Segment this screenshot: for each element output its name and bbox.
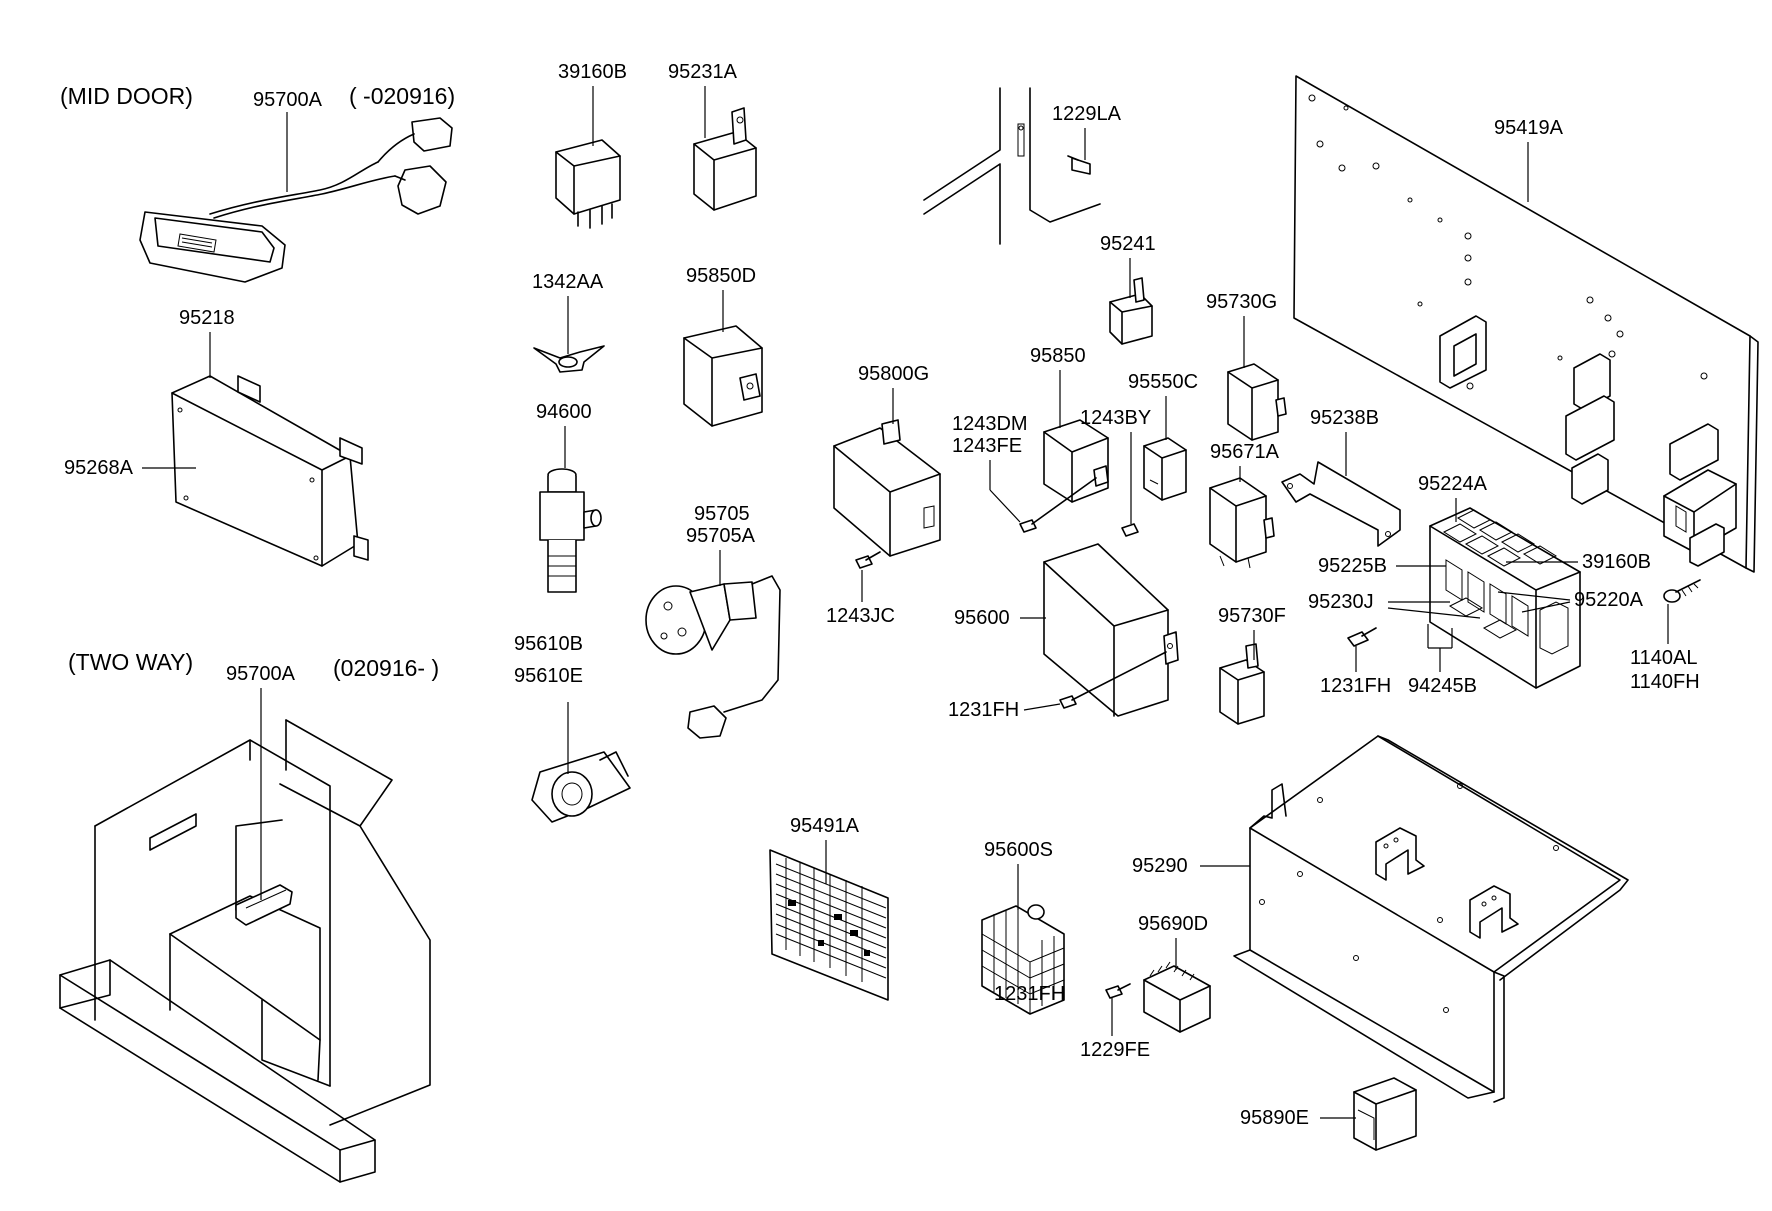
part-95419a-panel (1293, 75, 1759, 573)
label-95890e: 95890E (1240, 1107, 1309, 1129)
label-95268a: 95268A (64, 457, 134, 479)
label-95218: 95218 (179, 307, 235, 329)
part-body-outline (923, 87, 1101, 245)
part-1342aa-wing-nut (533, 345, 605, 373)
label-95600: 95600 (954, 607, 1010, 629)
part-95890e-block (1353, 1077, 1417, 1151)
heading-two-way: (TWO WAY) (68, 649, 193, 675)
label-95705: 95705 (694, 503, 750, 525)
label-1231fh-right: 1231FH (1320, 675, 1391, 697)
label-39160b-top: 39160B (558, 61, 627, 83)
part-95491a-label (769, 849, 889, 1001)
part-1140al-screw (1663, 579, 1701, 603)
label-1243fe: 1243FE (952, 435, 1022, 457)
label-94600: 94600 (536, 401, 592, 423)
part-1243by-screw (1121, 523, 1139, 537)
part-95690d-module (1143, 961, 1211, 1033)
part-95218-control-box (171, 375, 369, 567)
label-94245b: 94245B (1408, 675, 1477, 697)
label-95224a: 95224A (1418, 473, 1488, 495)
part-95730f-relay (1219, 643, 1265, 725)
label-95700a-bottom: 95700A (226, 663, 296, 685)
leader-95230j-2 (1387, 607, 1481, 619)
part-95600s-cover (981, 904, 1065, 1015)
part-95238b-bracket (1281, 461, 1401, 547)
heading-mid-door-range: ( -020916) (349, 83, 455, 109)
part-95231a-relay (693, 107, 757, 211)
label-95690d: 95690D (1138, 913, 1208, 935)
leader-95220a (1497, 591, 1571, 601)
leader-1243dm-2 (989, 489, 1021, 523)
part-1243jc-screw (855, 551, 881, 569)
part-95705-buzzer (645, 575, 781, 739)
leader-95220a-2 (1521, 601, 1571, 613)
label-95700a-top: 95700A (253, 89, 323, 111)
part-95224a-fuse-block (1429, 507, 1581, 689)
part-1231fh-right-screw (1347, 627, 1377, 647)
label-95290: 95290 (1132, 855, 1188, 877)
label-1140fh: 1140FH (1630, 671, 1700, 693)
label-95220a: 95220A (1574, 589, 1644, 611)
label-95225b: 95225B (1318, 555, 1387, 577)
part-95730g-module (1227, 363, 1287, 441)
part-1229fe-screw (1105, 983, 1131, 999)
label-95238b: 95238B (1310, 407, 1379, 429)
label-95850: 95850 (1030, 345, 1086, 367)
part-95671a-module (1209, 477, 1275, 569)
label-95610e: 95610E (514, 665, 583, 687)
label-1229la: 1229LA (1052, 103, 1122, 125)
leader-1231fh-mid (1023, 703, 1061, 711)
heading-two-way-range: (020916- ) (333, 655, 439, 681)
part-94600-switch (539, 468, 602, 593)
part-95850d-relay (683, 325, 763, 427)
label-39160b-right: 39160B (1582, 551, 1651, 573)
label-1229fe: 1229FE (1080, 1039, 1150, 1061)
label-1342aa: 1342AA (532, 271, 604, 293)
part-1229la-screw (1067, 155, 1091, 175)
label-95550c: 95550C (1128, 371, 1198, 393)
label-95705a: 95705A (686, 525, 756, 547)
label-95800g: 95800G (858, 363, 929, 385)
label-1243jc: 1243JC (826, 605, 895, 627)
part-95610b-sensor (531, 751, 631, 823)
label-1231fh-bottom: 1231FH (994, 983, 1065, 1005)
label-1140al: 1140AL (1630, 647, 1697, 669)
part-95241-relay (1109, 277, 1153, 345)
label-1243by: 1243BY (1080, 407, 1151, 429)
label-95231a: 95231A (668, 61, 738, 83)
label-95730g: 95730G (1206, 291, 1277, 313)
label-1243dm: 1243DM (952, 413, 1028, 435)
label-95419a: 95419A (1494, 117, 1564, 139)
part-95550c-module (1143, 437, 1187, 501)
label-95850d: 95850D (686, 265, 756, 287)
part-95600-ecu (1043, 543, 1179, 717)
label-95230j: 95230J (1308, 591, 1374, 613)
label-95241: 95241 (1100, 233, 1156, 255)
label-95730f: 95730F (1218, 605, 1286, 627)
label-95610b: 95610B (514, 633, 583, 655)
part-95700a-switch-harness (139, 117, 453, 283)
part-95800g-module (833, 419, 941, 557)
part-39160b-relay (555, 139, 621, 229)
label-95600s: 95600S (984, 839, 1053, 861)
label-1231fh-mid: 1231FH (948, 699, 1019, 721)
heading-mid-door: (MID DOOR) (60, 83, 193, 109)
part-95850-module (1019, 419, 1109, 533)
part-95700a-two-way-housing (59, 719, 431, 1183)
label-95491a: 95491A (790, 815, 860, 837)
part-95290-tray (1233, 735, 1629, 1103)
label-95671a: 95671A (1210, 441, 1280, 463)
